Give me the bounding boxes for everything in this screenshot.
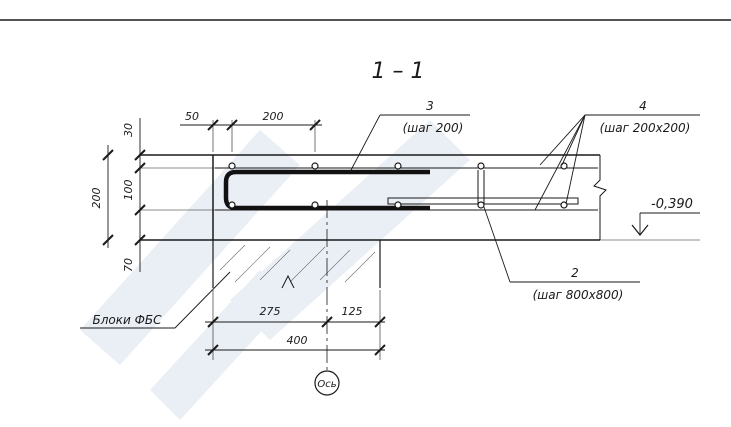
dim-left-200: 200 [90,188,103,209]
slab [140,154,607,241]
axis-label: Ось [317,379,336,390]
dim-left-70: 70 [122,258,135,272]
dim-top [180,119,322,152]
dim-bottom-row1 [205,290,386,360]
dim-left-inner [134,118,215,272]
callout-2-leader [483,206,640,283]
callout-4-number: 4 [639,99,647,113]
blocks-label: Блоки ФБС [92,313,162,327]
callout-4-spec: (шаг 200х200) [600,121,691,135]
dim-top-50: 50 [185,110,199,123]
fbs-blocks [212,240,381,289]
watermark [80,120,470,420]
callout-3-number: 3 [426,99,434,113]
callout-2-number: 2 [571,266,579,280]
dim-left-100: 100 [122,180,135,201]
elevation-value: -0,390 [651,197,693,212]
dim-left-30: 30 [122,123,135,137]
dim-bottom-125: 125 [342,305,363,318]
callout-4-leader [534,114,700,211]
rebar-dots [228,162,568,209]
axis-marker [314,370,340,396]
dim-bottom-275: 275 [260,305,281,318]
elevation-mark [600,212,700,241]
dim-bottom-row2 [205,344,386,356]
blocks-leader [80,271,231,329]
callout-3-spec: (шаг 200) [403,121,464,135]
callout-3-leader [349,114,470,173]
callout-2-spec: (шаг 800х800) [533,288,624,302]
dim-top-200: 200 [263,110,284,123]
dim-bottom-400: 400 [287,334,308,347]
dim-left-outer [102,145,114,248]
section-title: 1 – 1 [372,59,425,84]
